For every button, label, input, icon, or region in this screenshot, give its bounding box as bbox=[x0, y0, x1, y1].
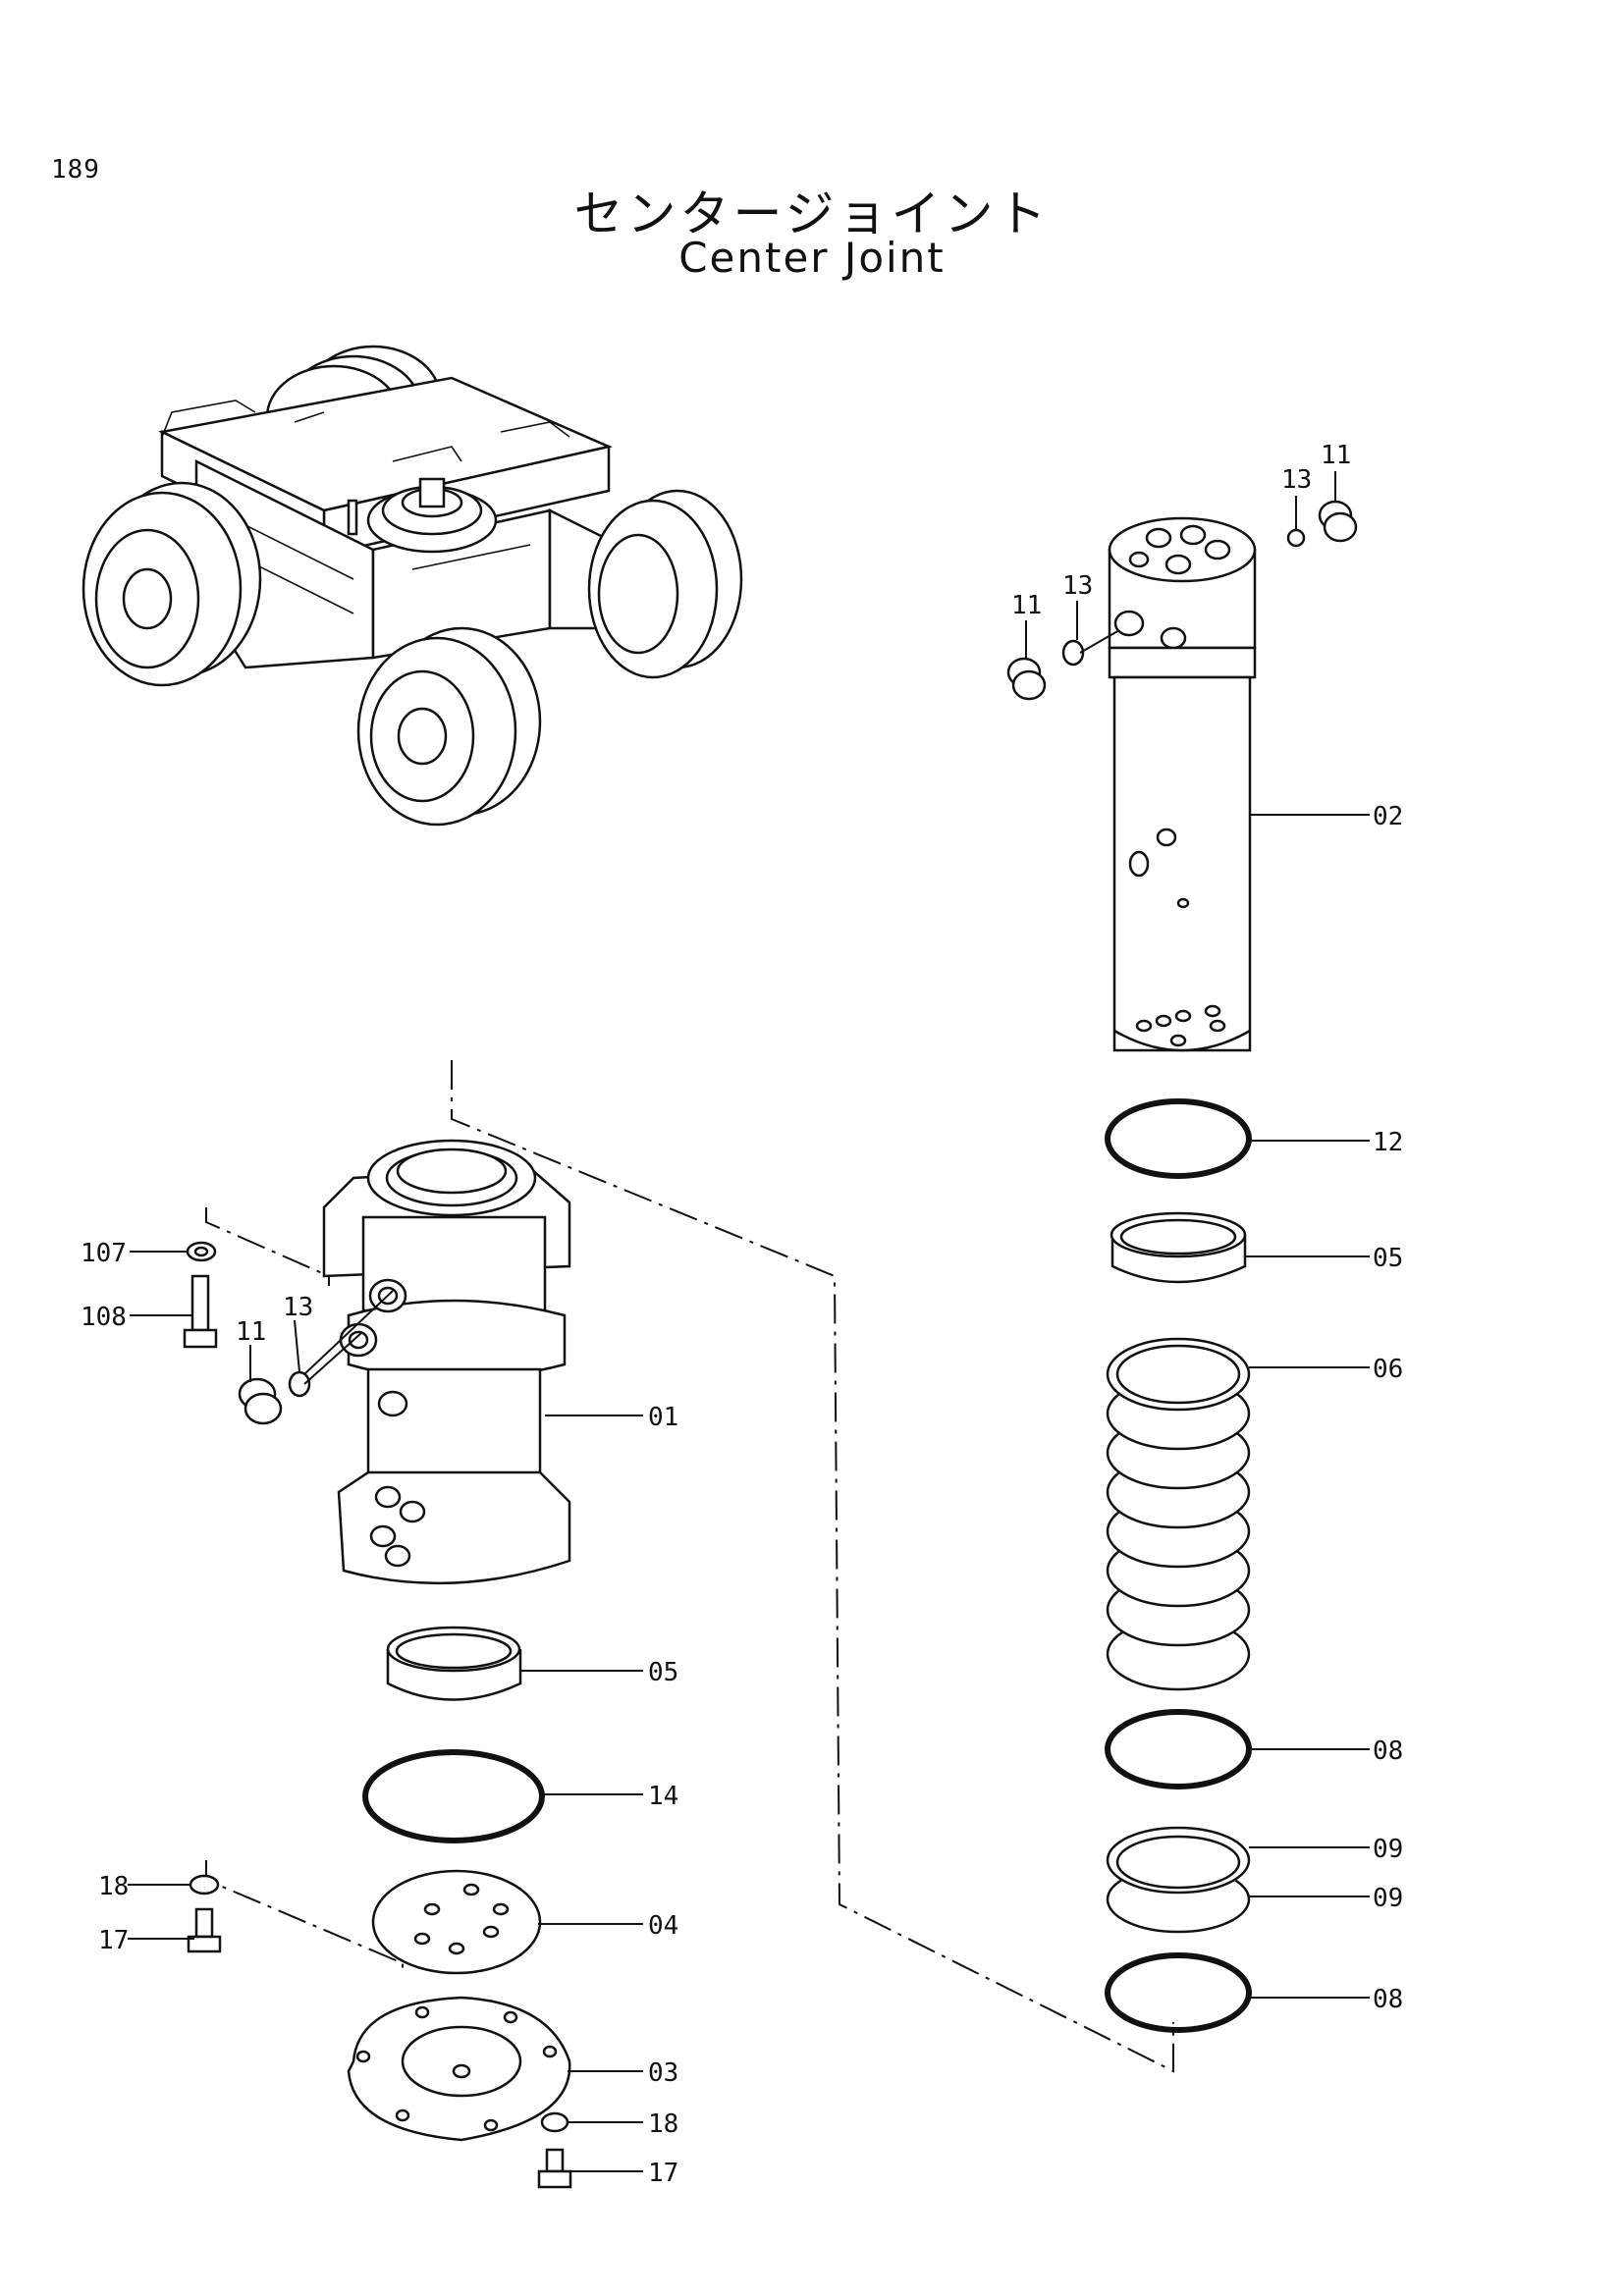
oring-13-side bbox=[1061, 639, 1085, 667]
bolt-17-upper bbox=[187, 1907, 222, 1953]
callout-13-top: 13 bbox=[1281, 465, 1312, 495]
oring-14 bbox=[362, 1749, 545, 1843]
undercarriage-illustration bbox=[81, 345, 743, 827]
wheel-front-right bbox=[356, 626, 542, 827]
callout-18-lower: 18 bbox=[648, 2109, 678, 2139]
washer-18-lower bbox=[540, 2111, 569, 2133]
callout-08-upper: 08 bbox=[1373, 1736, 1403, 1766]
callout-11-top: 11 bbox=[1321, 441, 1351, 470]
seal-stack-06 bbox=[1106, 1337, 1251, 1691]
bushing-05-left bbox=[386, 1626, 522, 1701]
title-japanese: センタージョイント bbox=[573, 186, 1051, 242]
callout-05-right: 05 bbox=[1373, 1244, 1403, 1273]
bushing-05-right bbox=[1110, 1211, 1247, 1284]
cover-03 bbox=[347, 1996, 571, 2142]
callout-11-side: 11 bbox=[1011, 591, 1042, 620]
leader-lines bbox=[128, 471, 1370, 2172]
callout-05-left: 05 bbox=[648, 1658, 678, 1687]
plug-11-side bbox=[1006, 657, 1047, 701]
oring-13-left bbox=[288, 1370, 311, 1398]
callout-18-upper: 18 bbox=[98, 1872, 129, 1901]
washer-107 bbox=[186, 1241, 217, 1262]
bolt-108 bbox=[183, 1274, 218, 1349]
callout-13-side: 13 bbox=[1062, 571, 1093, 601]
turntable bbox=[347, 477, 498, 554]
title-english: Center Joint bbox=[678, 234, 946, 282]
wheel-rear-right bbox=[587, 489, 743, 679]
callout-09-upper: 09 bbox=[1373, 1835, 1403, 1864]
callout-08-lower: 08 bbox=[1373, 1985, 1403, 2014]
callout-14: 14 bbox=[648, 1782, 678, 1811]
callout-13-left: 13 bbox=[283, 1293, 313, 1322]
page-number: 189 bbox=[51, 155, 100, 185]
callout-02: 02 bbox=[1373, 802, 1403, 831]
callout-12: 12 bbox=[1373, 1128, 1403, 1157]
oring-13-top bbox=[1286, 528, 1306, 548]
callout-06: 06 bbox=[1373, 1355, 1403, 1384]
callout-04: 04 bbox=[648, 1911, 678, 1941]
wheel-front-left bbox=[81, 481, 262, 687]
body-assembly bbox=[183, 1060, 1174, 2189]
callout-09-lower: 09 bbox=[1373, 1884, 1403, 1913]
oring-08-upper bbox=[1105, 1709, 1252, 1789]
callout-108: 108 bbox=[81, 1303, 127, 1332]
oring-08-lower bbox=[1105, 1952, 1252, 2033]
callout-17-upper: 17 bbox=[98, 1926, 129, 1955]
backup-ring-09 bbox=[1106, 1826, 1251, 1934]
plug-11-left bbox=[238, 1377, 283, 1425]
washer-18-upper bbox=[189, 1874, 220, 1896]
body-part-01 bbox=[322, 1139, 571, 1585]
oring-12 bbox=[1105, 1098, 1252, 1179]
callout-01: 01 bbox=[648, 1403, 678, 1432]
bolt-17-lower bbox=[537, 2148, 572, 2189]
callout-17-lower: 17 bbox=[648, 2159, 678, 2188]
callout-labels: 02 12 05 06 08 09 09 08 11 13 11 13 01 0… bbox=[81, 441, 1403, 2188]
spindle-part-02 bbox=[1108, 516, 1257, 1052]
callout-107: 107 bbox=[81, 1239, 127, 1268]
callout-11-left: 11 bbox=[236, 1317, 266, 1347]
plate-04 bbox=[371, 1869, 542, 1975]
plug-11-top bbox=[1318, 500, 1358, 543]
spindle-assembly bbox=[1006, 500, 1358, 2033]
callout-03: 03 bbox=[648, 2058, 678, 2088]
